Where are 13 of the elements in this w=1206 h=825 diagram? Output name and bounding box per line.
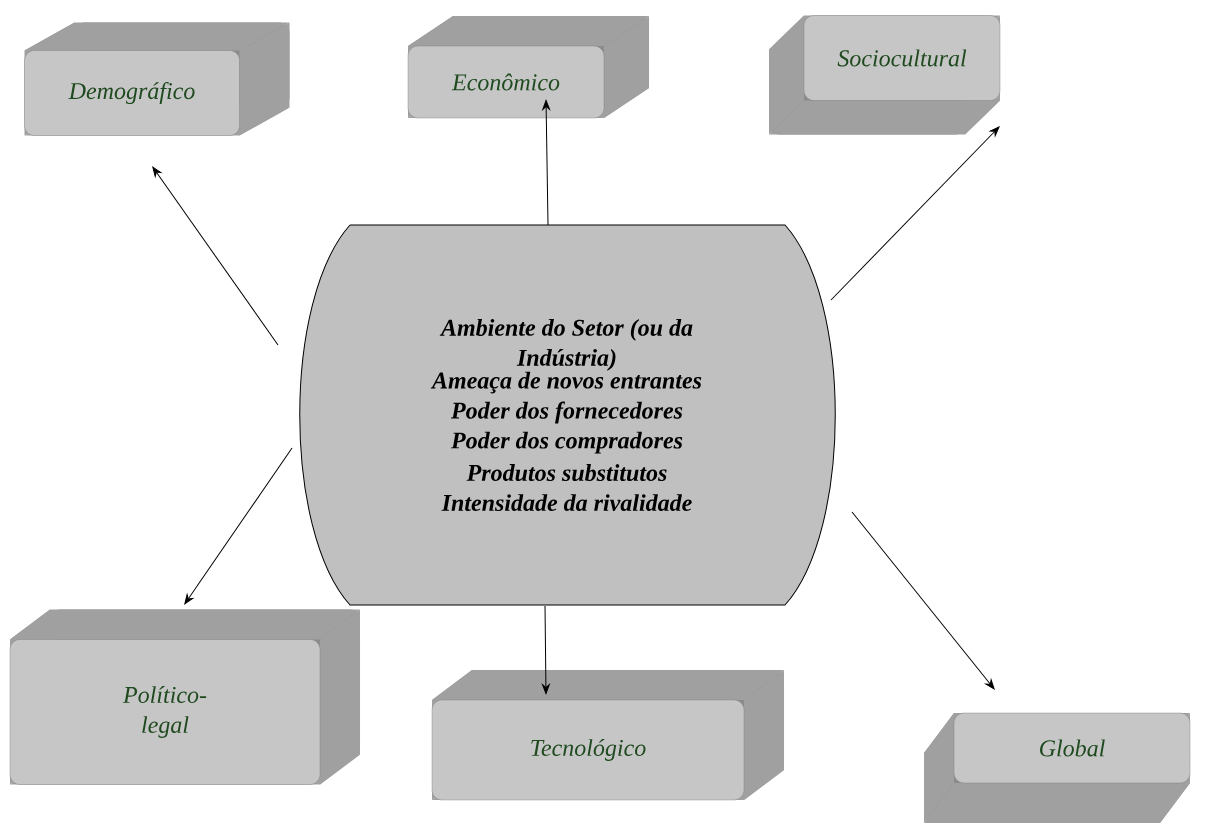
box-3d: Sociocultural (769, 15, 1001, 135)
arrow (851, 511, 995, 690)
arrow (184, 447, 293, 605)
box-3d: Global (924, 712, 1191, 823)
box-3d: Econômico (407, 16, 649, 119)
arrow (542, 605, 550, 695)
arrow (542, 99, 551, 226)
arrow (152, 166, 279, 346)
arrow (830, 126, 1000, 301)
box-3d: Tecnológico (431, 670, 784, 801)
box-3d: Demográfico (24, 22, 290, 136)
box-3d: Político- legal (9, 609, 360, 785)
barrel-shape: Ambiente do Setor (ou da Indústria) Ameaça de novos entrantes Poder dos fornecedores Poder dos compradores Produtos substitutos Intensidade da rivalidade (299, 224, 836, 606)
